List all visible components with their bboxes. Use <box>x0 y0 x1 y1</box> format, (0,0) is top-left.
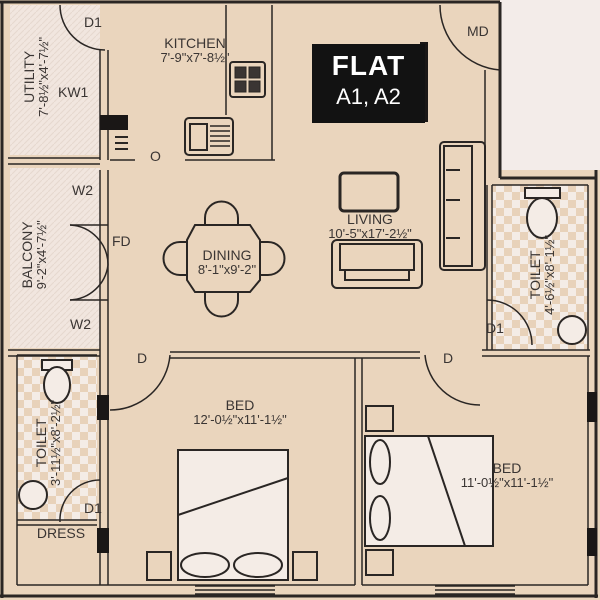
door-d1-toilet-right: D1 <box>486 320 504 336</box>
flat-title-badge: FLAT A1, A2 <box>312 44 425 123</box>
flat-title: FLAT <box>331 50 406 81</box>
toilet-right-name: TOILET <box>527 250 544 300</box>
toilet-right-label: TOILET 4'-6½"x8'-1½" <box>527 225 558 325</box>
wc-right-icon <box>524 187 587 345</box>
window-kw1: KW1 <box>58 84 89 100</box>
bed1-icon <box>146 449 318 581</box>
door-fd: FD <box>112 233 131 249</box>
tv-unit-icon <box>338 171 400 213</box>
dining-table-icon <box>162 200 286 318</box>
bed2-icon <box>364 405 494 576</box>
dress-label: DRESS <box>26 525 96 541</box>
stove-icon <box>229 61 266 98</box>
door-swings <box>59 4 533 523</box>
toilet-right-dims: 4'-6½"x8'-1½" <box>542 234 558 315</box>
dress-name: DRESS <box>36 525 86 541</box>
kitchen-dims: 7'-9"x7'-8½" <box>160 50 230 66</box>
dining-label: DINING 8'-1"x9'-2" <box>182 247 272 278</box>
bed2-name: BED <box>492 460 522 476</box>
balcony-name: BALCONY <box>19 221 36 289</box>
living-name: LIVING <box>347 211 393 227</box>
window-w2-bottom: W2 <box>70 316 91 332</box>
utility-label: UTILITY 7'-8½"x4'-7½" <box>21 22 52 132</box>
utility-dims: 7'-8½"x4'-7½" <box>36 36 52 117</box>
kitchen-name: KITCHEN <box>164 35 226 51</box>
balcony-dims: 9'-2"x4'-7½" <box>34 220 50 290</box>
door-md: MD <box>467 23 489 39</box>
door-d1-toilet-left: D1 <box>84 500 102 516</box>
living-dims: 10'-5"x17'-2½" <box>328 226 412 242</box>
toilet-left-label: TOILET 3'-11½"x8'-2½" <box>33 391 64 495</box>
bed2-label: BED 11'-0½"x11'-1½" <box>432 460 582 491</box>
bed2-dims: 11'-0½"x11'-1½" <box>460 475 554 491</box>
window-w2-top: W2 <box>72 182 93 198</box>
utility-name: UTILITY <box>21 50 38 103</box>
door-d-bed1: D <box>137 350 148 366</box>
opening-o: O <box>150 148 161 164</box>
toilet-left-dims: 3'-11½"x8'-2½" <box>48 399 64 486</box>
toilet-left-name: TOILET <box>33 418 50 468</box>
living-label: LIVING 10'-5"x17'-2½" <box>305 211 435 242</box>
balcony-label: BALCONY 9'-2"x4'-7½" <box>19 200 50 310</box>
balcony-area <box>10 168 100 348</box>
door-d1-utility: D1 <box>84 14 102 30</box>
sofa-icon <box>331 239 423 289</box>
dining-dims: 8'-1"x9'-2" <box>197 262 257 278</box>
bed1-name: BED <box>225 397 255 413</box>
sink-icon <box>184 117 234 156</box>
bed1-label: BED 12'-0½"x11'-1½" <box>165 397 315 428</box>
wc-left-icon <box>18 359 73 510</box>
dining-name: DINING <box>202 247 252 263</box>
side-sofa-icon <box>439 141 486 271</box>
kitchen-label: KITCHEN 7'-9"x7'-8½" <box>135 35 255 66</box>
flat-units: A1, A2 <box>336 84 401 109</box>
bed1-dims: 12'-0½"x11'-1½" <box>193 412 287 428</box>
door-d-bed2: D <box>443 350 454 366</box>
utility-area <box>10 5 100 155</box>
